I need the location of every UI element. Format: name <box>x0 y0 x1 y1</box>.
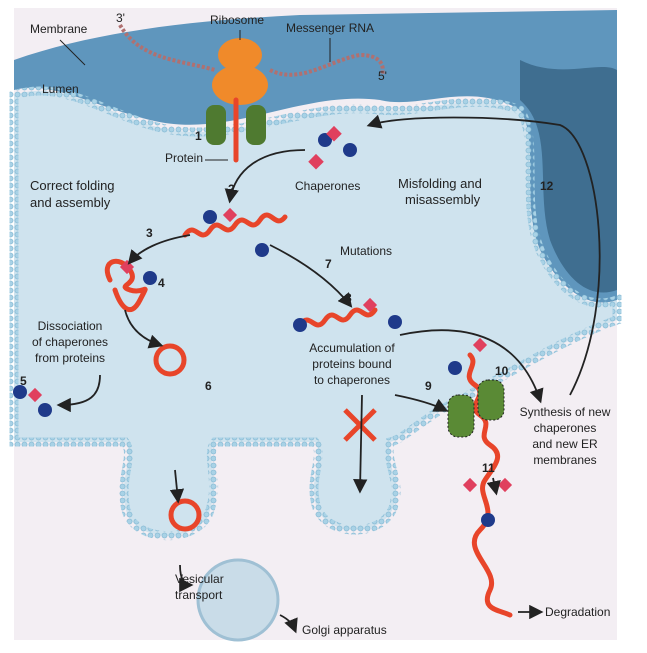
chaperones-label: Chaperones <box>295 179 360 193</box>
ribosome-label: Ribosome <box>210 13 264 27</box>
arrow-vesicular-transport <box>179 564 194 593</box>
er-membrane-sheet <box>14 10 617 303</box>
leader-lines <box>59 30 331 161</box>
protein-misfolded-8 <box>297 307 378 328</box>
step-7: 7 <box>325 257 332 271</box>
arrow-vesicle <box>169 469 185 504</box>
arrow-golgi <box>279 614 298 634</box>
translocon-degradation-icon <box>447 379 505 438</box>
protein-folded-6 <box>153 343 187 377</box>
mutations-label: Mutations <box>340 244 392 258</box>
membrane-label: Membrane <box>30 22 88 36</box>
messenger-rna-strand <box>118 23 385 77</box>
arrow-6-path <box>124 309 164 349</box>
arrow-5 <box>56 374 101 413</box>
five-prime-label: 5' <box>378 69 387 83</box>
protein-label: Protein <box>165 151 203 165</box>
arrow-2 <box>224 149 306 204</box>
arrow-9 <box>394 394 449 412</box>
lumen-label: Lumen <box>42 82 79 96</box>
protein-unfolded-2 <box>182 212 288 238</box>
step-10: 10 <box>495 364 509 378</box>
golgi-vesicle <box>196 558 280 642</box>
step-9: 9 <box>425 379 432 393</box>
step-1: 1 <box>195 129 202 143</box>
protein-folding-4 <box>105 258 148 313</box>
arrow-blocked <box>353 394 368 494</box>
arrow-synthesis <box>399 329 544 404</box>
step-12: 12 <box>540 179 554 193</box>
arrow-12 <box>366 114 601 396</box>
arrow-7 <box>269 244 353 308</box>
arrows <box>56 114 601 634</box>
ribosome-icon <box>206 38 268 163</box>
er-lumen <box>9 86 622 541</box>
step-2: 2 <box>228 182 235 196</box>
step-6: 6 <box>205 379 212 393</box>
arrow-3 <box>127 234 191 265</box>
step-5: 5 <box>20 374 27 388</box>
degradation-label: Degradation <box>545 605 610 619</box>
chaperone-balls <box>13 210 495 527</box>
step-4: 4 <box>158 276 165 290</box>
step-8: 8 <box>345 291 352 305</box>
step-11: 11 <box>482 461 495 475</box>
step-3: 3 <box>146 226 153 240</box>
three-prime-label: 3' <box>116 11 125 25</box>
er-fold-shadow <box>520 60 617 293</box>
protein-folded-vesicle <box>168 498 202 532</box>
golgi-label: Golgi apparatus <box>302 623 387 637</box>
messenger-rna-label: Messenger RNA <box>286 21 374 35</box>
arrow-11 <box>486 477 501 496</box>
blocked-x-icon <box>343 408 377 442</box>
